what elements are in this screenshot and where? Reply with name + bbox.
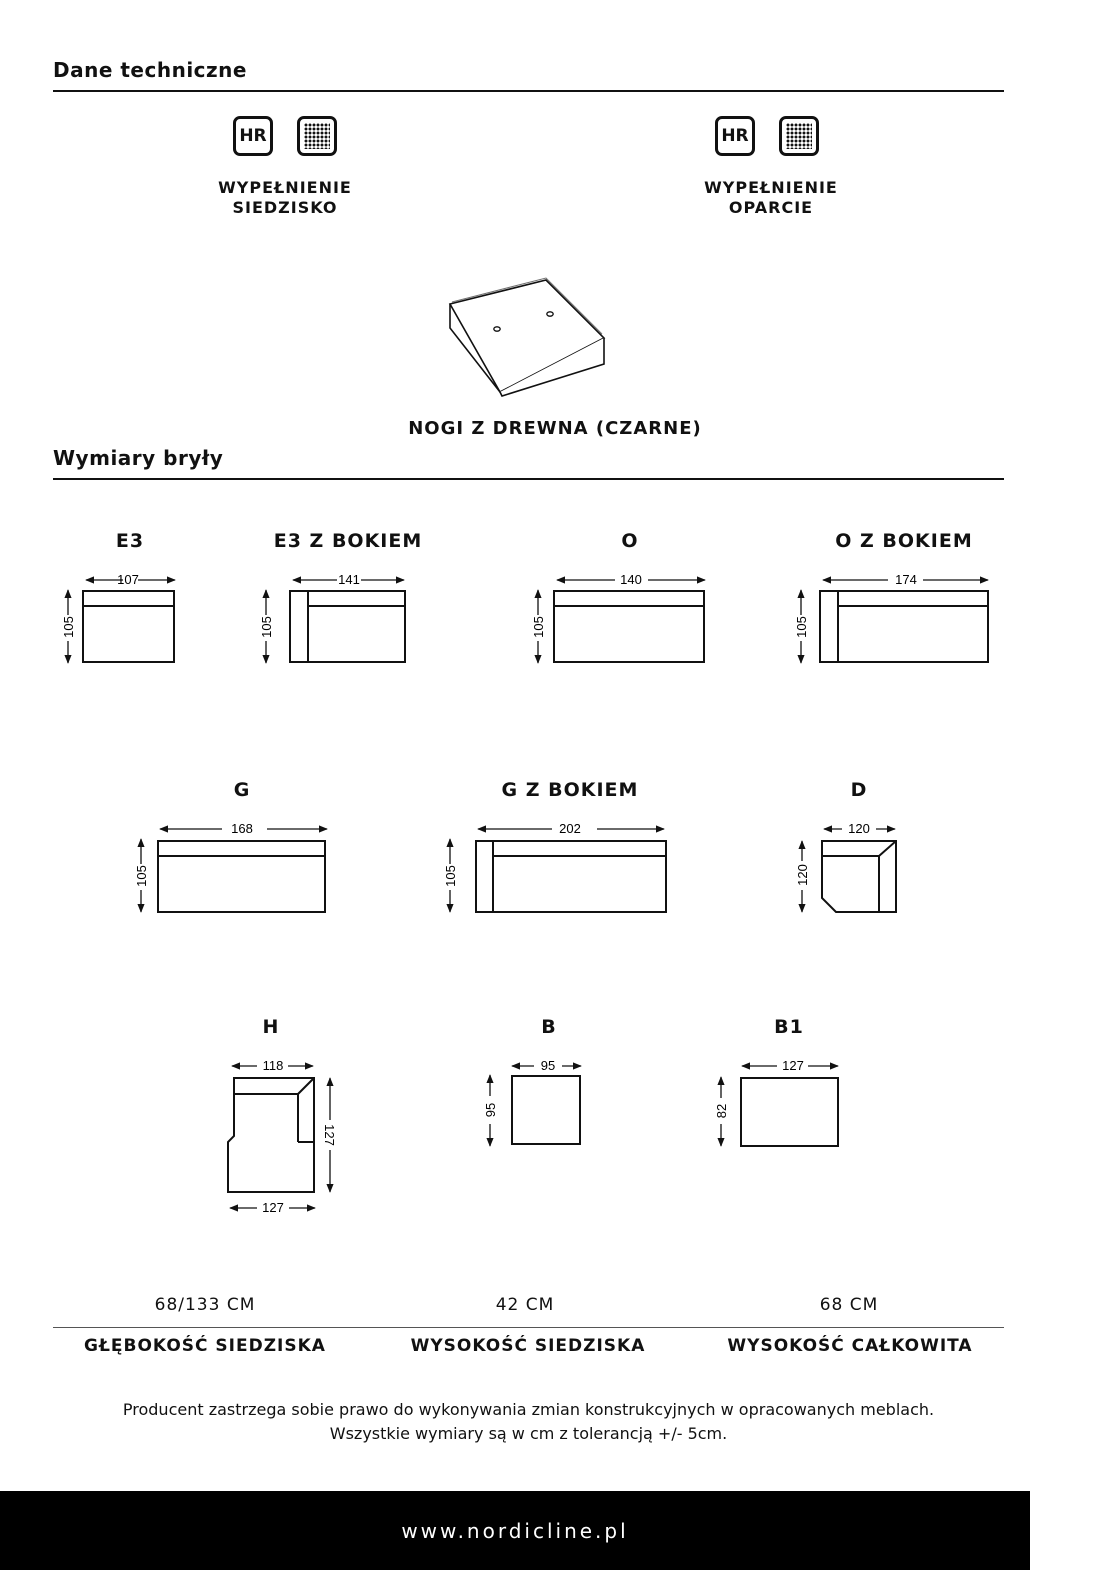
module-label-e3: E3 — [115, 530, 145, 552]
dim-depth-g: 105 — [134, 865, 149, 887]
spec-total-height-value: 68 CM — [819, 1295, 879, 1315]
dim-depth-e3: 105 — [61, 616, 76, 638]
hr-badge-text: HR — [239, 126, 267, 146]
dim-depth-h: 127 — [322, 1124, 337, 1146]
modules-row-2: 168 105 202 105 120 120 — [134, 821, 897, 913]
module-label-o: O — [621, 530, 639, 552]
fill-back-caption: WYPEŁNIENIE OPARCIE — [671, 178, 871, 218]
module-diagram-e3: 107 105 — [61, 572, 176, 664]
spec-total-height-label: WYSOKOŚĆ CAŁKOWITA — [727, 1336, 973, 1356]
section-title-technical: Dane techniczne — [53, 58, 247, 82]
disclaimer-note: Producent zastrzega sobie prawo do wykon… — [40, 1398, 1017, 1446]
fill-seat-caption-line2: SIEDZISKO — [232, 198, 338, 217]
section-divider — [53, 478, 1004, 480]
dim-width-e3-z-bokiem: 141 — [338, 572, 360, 587]
module-label-b1: B1 — [774, 1016, 804, 1038]
dim-depth-o: 105 — [531, 616, 546, 638]
dim-width-d: 120 — [848, 821, 870, 836]
dim-width-b: 95 — [541, 1058, 555, 1073]
section-title-dimensions: Wymiary bryły — [53, 446, 224, 470]
hr-badge-icon: HR — [233, 116, 273, 156]
module-diagram-b: 95 95 — [483, 1058, 582, 1147]
fill-back-caption-line1: WYPEŁNIENIE — [704, 178, 838, 197]
dim-width-h: 118 — [263, 1058, 284, 1073]
hr-badge-icon: HR — [715, 116, 755, 156]
modules-row-1: 107 105 141 105 140 105 174 105 — [61, 572, 989, 664]
hr-badge-text: HR — [721, 126, 749, 146]
spec-seat-depth-value: 68/133 CM — [154, 1295, 256, 1315]
fill-back-caption-line2: OPARCIE — [728, 198, 814, 217]
module-label-e3-z-bokiem: E3 Z BOKIEM — [273, 530, 423, 552]
spec-divider — [53, 1327, 1004, 1328]
foam-dots-icon — [297, 116, 337, 156]
spec-seat-height-label: WYSOKOŚĆ SIEDZISKA — [410, 1336, 646, 1356]
disclaimer-line1: Producent zastrzega sobie prawo do wykon… — [122, 1400, 935, 1419]
foam-dots-icon — [779, 116, 819, 156]
module-label-o-z-bokiem: O Z BOKIEM — [835, 530, 973, 552]
module-label-h: H — [262, 1016, 280, 1038]
module-label-d: D — [850, 779, 868, 801]
module-diagram-g-z-bokiem: 202 105 — [443, 821, 667, 913]
dim-width-o: 140 — [620, 572, 642, 587]
dim-width-b1: 127 — [782, 1058, 804, 1073]
dim-bottom-width-h: 127 — [262, 1200, 284, 1215]
dim-depth-o-z-bokiem: 105 — [794, 616, 809, 638]
module-diagram-b1: 127 82 — [714, 1058, 839, 1147]
module-label-b: B — [541, 1016, 557, 1038]
module-diagram-d: 120 120 — [795, 821, 897, 913]
module-diagram-g: 168 105 — [134, 821, 328, 913]
footer-bar: www.nordicline.pl — [0, 1491, 1030, 1570]
dim-depth-b1: 82 — [714, 1104, 729, 1118]
spec-seat-height-value: 42 CM — [495, 1295, 555, 1315]
dim-depth-e3-z-bokiem: 105 — [259, 616, 274, 638]
module-diagram-o: 140 105 — [531, 572, 706, 664]
modules-row-3: 118 127 127 95 95 127 82 — [227, 1058, 839, 1215]
spec-seat-depth-label: GŁĘBOKOŚĆ SIEDZISKA — [84, 1336, 326, 1356]
disclaimer-line2: Wszystkie wymiary są w cm z tolerancją +… — [329, 1424, 728, 1443]
wooden-leg-icon — [448, 277, 606, 397]
module-diagram-h: 118 127 127 — [227, 1058, 337, 1215]
dim-depth-b: 95 — [483, 1103, 498, 1117]
module-diagram-o-z-bokiem: 174 105 — [794, 572, 989, 664]
legs-caption: NOGI Z DREWNA (CZARNE) — [408, 418, 702, 439]
fill-seat-caption: WYPEŁNIENIE SIEDZISKO — [185, 178, 385, 218]
section-divider — [53, 90, 1004, 92]
dim-width-g-z-bokiem: 202 — [559, 821, 581, 836]
dim-depth-g-z-bokiem: 105 — [443, 865, 458, 887]
module-label-g-z-bokiem: G Z BOKIEM — [501, 779, 639, 801]
fill-seat-caption-line1: WYPEŁNIENIE — [218, 178, 352, 197]
dim-depth-d: 120 — [795, 864, 810, 886]
dim-width-g: 168 — [231, 821, 253, 836]
footer-website-link[interactable]: www.nordicline.pl — [401, 1518, 629, 1543]
module-label-g: G — [233, 779, 251, 801]
dim-width-e3: 107 — [117, 572, 139, 587]
dim-width-o-z-bokiem: 174 — [895, 572, 917, 587]
module-diagram-e3-z-bokiem: 141 105 — [259, 572, 406, 664]
